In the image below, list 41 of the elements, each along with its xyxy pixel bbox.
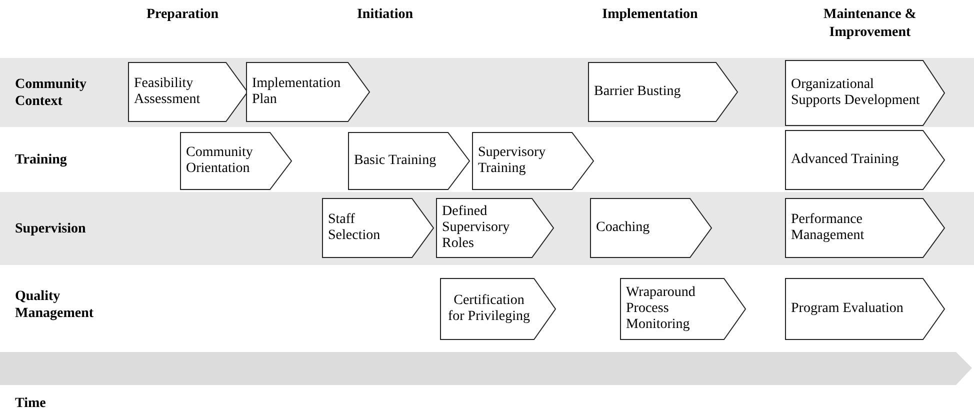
step-label: Wraparound Process Monitoring (626, 285, 696, 333)
step-label: Program Evaluation (791, 301, 904, 317)
process-step (785, 198, 945, 258)
process-step (246, 62, 370, 122)
column-heading: Maintenance & Improvement (822, 6, 918, 42)
row-label: Community Context (15, 76, 88, 110)
step-label: Defined Supervisory Roles (442, 204, 511, 252)
process-step (785, 60, 945, 126)
row-band (0, 192, 974, 265)
process-step (472, 132, 594, 190)
row-label: Training (15, 151, 68, 168)
step-label: Feasibility Assessment (134, 76, 202, 108)
row-label: Supervision (15, 220, 87, 237)
step-label: Staff Selection (328, 212, 382, 244)
process-step (588, 62, 738, 122)
time-label: Time (15, 396, 46, 412)
process-step (180, 132, 292, 190)
process-step (785, 278, 945, 340)
process-step (348, 132, 470, 190)
column-heading: Implementation (601, 6, 699, 24)
row-band (0, 58, 974, 127)
process-step (322, 198, 434, 258)
step-label: Supervisory Training (478, 145, 547, 177)
step-label: Implementation Plan (252, 76, 342, 108)
step-label: Community Orientation (186, 145, 254, 177)
process-step (128, 62, 248, 122)
step-label: Organizational Supports Development (791, 77, 921, 109)
process-step (590, 198, 712, 258)
step-label: Advanced Training (791, 152, 900, 168)
process-step (440, 278, 556, 340)
step-label: Barrier Busting (594, 84, 682, 100)
step-label: Performance Management (791, 212, 866, 244)
column-heading: Preparation (145, 6, 220, 24)
step-label: Basic Training (354, 153, 438, 169)
step-label: Coaching (596, 220, 651, 236)
row-label: Quality Management (15, 288, 95, 322)
process-step (785, 130, 945, 190)
process-step (436, 198, 554, 258)
step-label: Certification for Privileging (446, 293, 532, 325)
column-heading: Initiation (356, 6, 414, 24)
process-step (620, 278, 746, 340)
